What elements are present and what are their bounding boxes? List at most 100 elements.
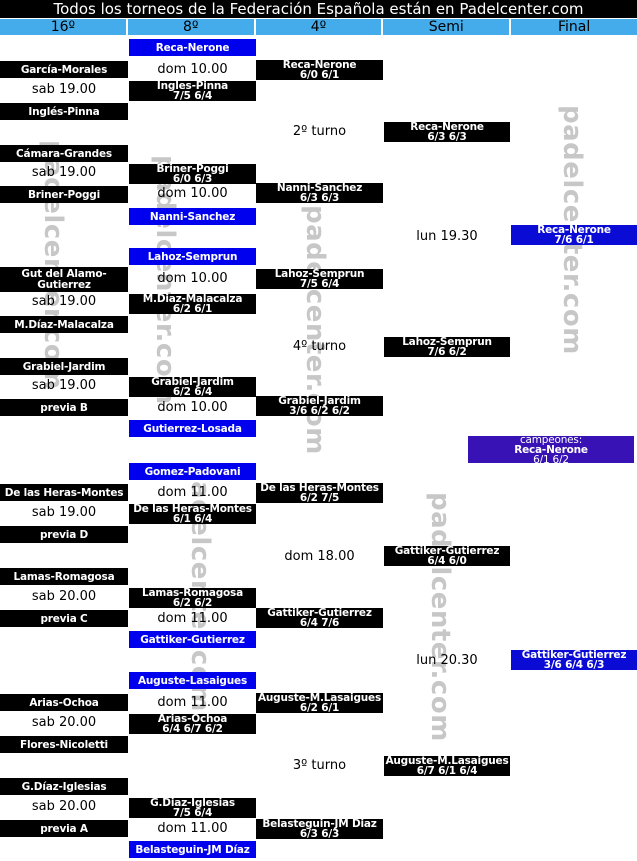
match-time-label: dom 11.00: [157, 695, 228, 710]
match-time-label: sab 20.00: [31, 589, 97, 604]
site-banner: Todos los torneos de la Federación Españ…: [0, 0, 637, 18]
match-score: 7/5 6/4: [299, 278, 340, 289]
team-name: previa D: [39, 528, 89, 541]
team-name: Gut del Alamo-Gutierrez: [21, 267, 107, 291]
team-name: Grabiel-Jardim: [22, 360, 106, 373]
match-score: 6/2 6/1: [299, 702, 340, 713]
r16-team-box: previa A: [0, 820, 128, 837]
team-name: previa B: [40, 401, 88, 414]
match-score: 7/6 6/1: [554, 234, 594, 245]
match-time-label: sab 19.00: [31, 505, 97, 520]
match-score: 6/0 6/1: [299, 69, 340, 80]
r16-team-box: Inglés-Pinna: [0, 103, 128, 120]
r16-team-box: M.Díaz-Malacalza: [0, 316, 128, 333]
match-time-label: lun 20.30: [416, 653, 478, 668]
team-name: Lahoz-Semprun: [402, 337, 492, 348]
match-round-label: 2º turno: [292, 124, 347, 139]
team-name: Reca-Nerone: [155, 41, 230, 54]
match-round-label: 4º turno: [292, 339, 347, 354]
match-time-label: sab 20.00: [31, 715, 97, 730]
team-name: Auguste-M.Lasaigues: [257, 693, 382, 704]
match-time-label: dom 10.00: [157, 271, 228, 286]
team-name: De las Heras-Montes: [4, 486, 124, 499]
r16-team-box: Arias-Ochoa: [0, 694, 128, 711]
match-score: 6/3 6/3: [427, 131, 467, 142]
team-name: Briner-Poggi: [156, 164, 229, 175]
team-name: Nanni-Sanchez: [149, 210, 236, 223]
watermark-text: padelcenter.com: [425, 492, 455, 742]
team-name: Belasteguin-JM Diaz: [262, 819, 377, 830]
match-time-label: lun 19.30: [416, 229, 478, 244]
team-name: G.Diaz-Iglesias: [150, 798, 235, 809]
match-score: 6/3 6/3: [299, 828, 340, 839]
match-score: 6/1 6/2: [533, 453, 569, 463]
r16-team-box: G.Díaz-Iglesias: [0, 778, 128, 795]
r16-team-box: García-Morales: [0, 61, 128, 78]
column-header-2: 4º: [255, 19, 382, 35]
match-score: 6/4 6/7 6/2: [162, 723, 223, 734]
r8-seed-box: Nanni-Sanchez: [129, 208, 256, 225]
r16-team-box: previa D: [0, 526, 128, 543]
r16-team-box: De las Heras-Montes: [0, 484, 128, 501]
team-name: De las Heras-Montes: [133, 504, 252, 515]
match-time-label: dom 10.00: [157, 186, 228, 201]
champions-label: campeones:: [519, 436, 583, 446]
r8-seed-box: Reca-Nerone: [129, 39, 256, 56]
team-name: Auguste-Lasaigues: [137, 674, 247, 687]
match-score: 6/2 6/1: [172, 303, 213, 314]
match-time-label: dom 10.00: [157, 62, 228, 77]
team-name: M.Díaz-Malacalza: [14, 318, 114, 331]
column-header-4: Final: [511, 19, 637, 35]
team-name: Arias-Ochoa: [157, 714, 228, 725]
r16-team-box: Grabiel-Jardim: [0, 358, 128, 375]
match-score: 6/0 6/3: [172, 173, 213, 184]
match-round-label: 3º turno: [292, 758, 347, 773]
team-name: Inglés-Pinna: [28, 105, 100, 118]
match-score: 6/3 6/3: [299, 192, 340, 203]
r8-seed-box: Gutierrez-Losada: [129, 420, 256, 437]
match-time-label: sab 19.00: [31, 82, 97, 97]
match-score: 7/5 6/4: [172, 807, 213, 818]
match-score: 3/6 6/2 6/2: [289, 405, 350, 416]
team-name: Reca-Nerone: [282, 60, 357, 71]
match-time-label: dom 11.00: [157, 485, 228, 500]
team-name: Gomez-Padovani: [144, 465, 241, 478]
match-score: 6/2 6/2: [172, 597, 213, 608]
r16-team-box: Gut del Alamo-Gutierrez: [0, 267, 128, 292]
team-name: previa C: [40, 612, 88, 625]
column-header-3: Semi: [383, 19, 510, 35]
team-name: Lamas-Romagosa: [13, 570, 115, 583]
r16-team-box: Cámara-Grandes: [0, 145, 128, 162]
team-name: De las Heras-Montes: [260, 483, 379, 494]
watermark-text: padelcenter.com: [300, 205, 330, 455]
match-score: 3/6 6/4 6/3: [543, 659, 605, 670]
team-name: Gattiker-Gutierrez: [394, 546, 500, 557]
match-score: 6/1 6/4: [172, 513, 213, 524]
match-score: 7/5 6/4: [172, 90, 213, 101]
team-name: Gattiker-Gutierrez: [521, 650, 627, 661]
r16-team-box: previa C: [0, 610, 128, 627]
column-header-1: 8º: [127, 19, 254, 35]
team-name: Lahoz-Semprun: [274, 269, 365, 280]
match-score: 6/4 6/0: [427, 555, 467, 566]
match-score: 6/2 7/5: [299, 492, 340, 503]
